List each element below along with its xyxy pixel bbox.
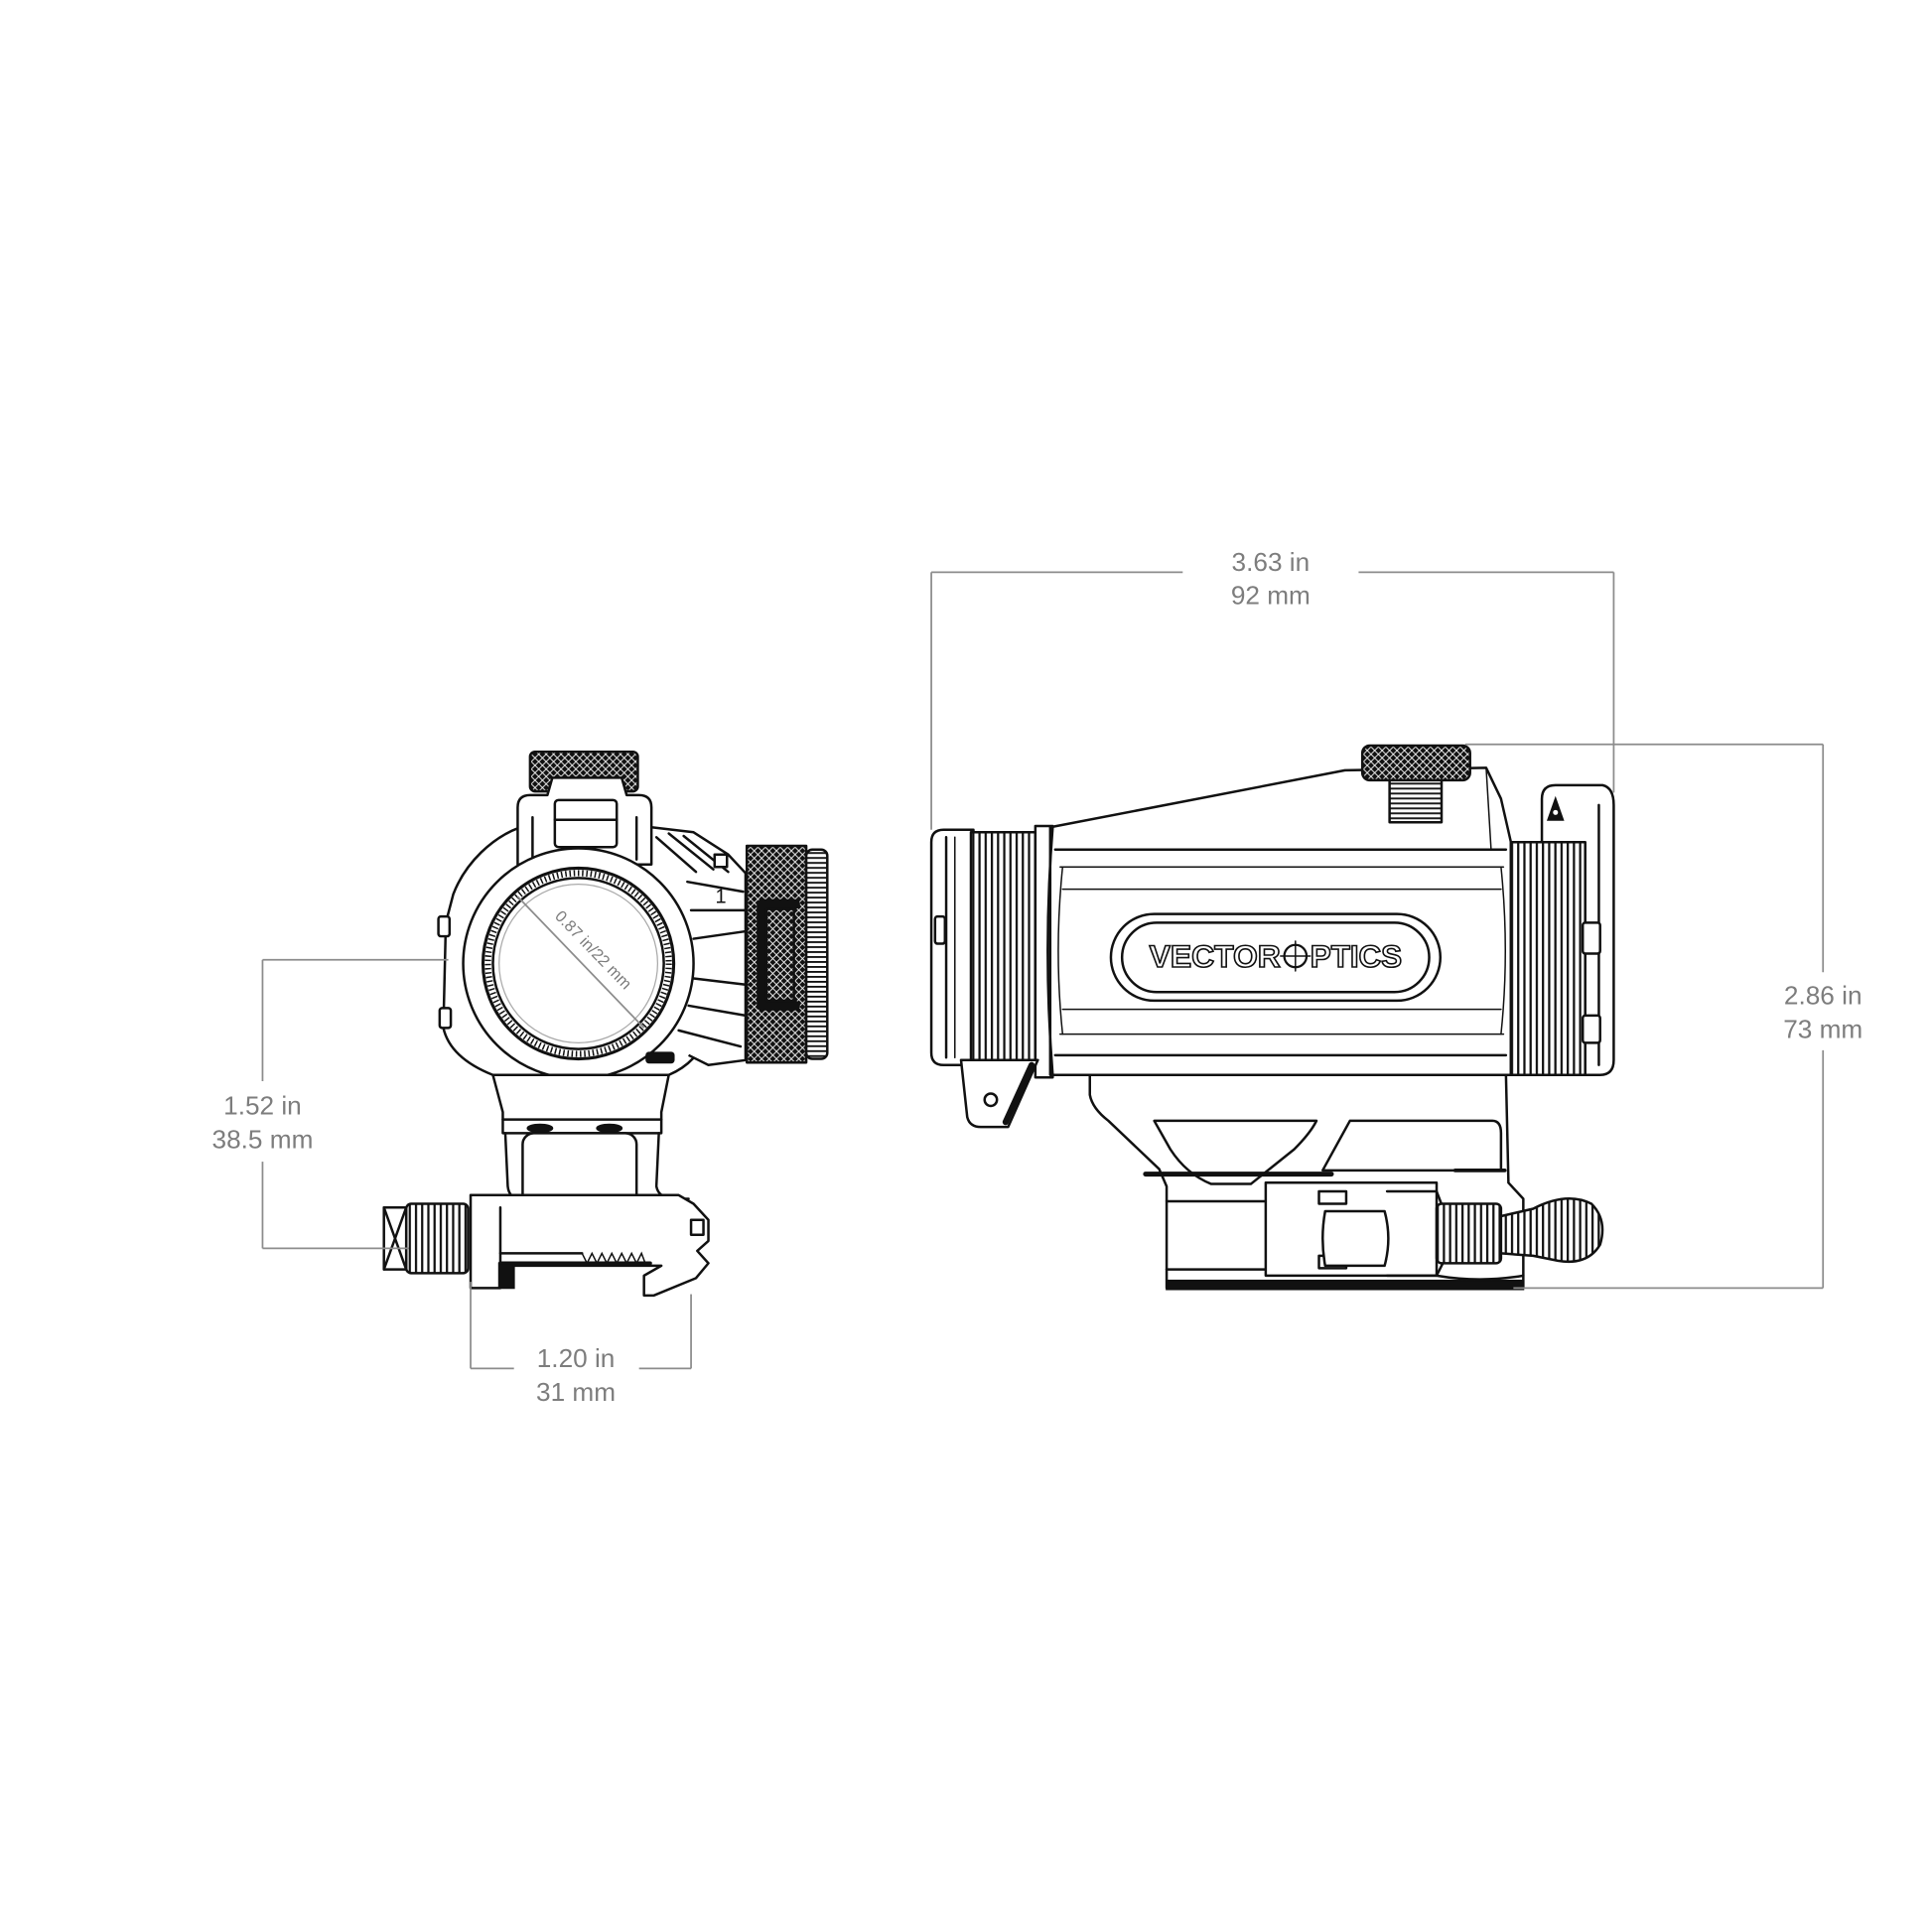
front-body-notch	[437, 914, 452, 938]
mount-cutout	[1153, 1119, 1318, 1185]
brand-logo: VECTOR PTICS	[1109, 912, 1443, 1003]
side-elevation-turret	[1360, 744, 1471, 824]
dimension-left: 1.52 in 38.5 mm	[212, 958, 449, 1250]
dimension-right-metric: 73 mm	[1783, 1014, 1863, 1043]
dimension-top-metric: 92 mm	[1231, 581, 1311, 611]
front-flip-cap	[1540, 783, 1615, 1077]
logo-text-left: VECTOR	[1150, 939, 1281, 974]
windage-turret	[745, 844, 829, 1064]
turret-marking: 1	[715, 886, 726, 907]
dimension-bottom: 1.20 in 31 mm	[470, 1282, 692, 1407]
dimension-bottom-metric: 31 mm	[536, 1377, 616, 1407]
rear-ring	[969, 831, 1037, 1062]
windage-bracket	[757, 898, 800, 1011]
logo-text-right: PTICS	[1311, 939, 1402, 974]
rail-clamp	[469, 1193, 710, 1298]
dimension-top-imperial: 3.63 in	[1232, 547, 1311, 577]
windage-knob-ring	[804, 848, 829, 1060]
dimension-bottom-imperial: 1.20 in	[537, 1343, 616, 1373]
rear-bracket	[959, 1058, 1039, 1129]
logo-crosshair-icon	[1280, 940, 1311, 972]
dimension-left-imperial: 1.52 in	[223, 1091, 302, 1121]
qd-knob	[382, 1202, 470, 1275]
dimension-left-metric: 38.5 mm	[212, 1124, 314, 1154]
rear-assembly	[929, 824, 1054, 1129]
qd-lever	[1264, 1181, 1604, 1281]
front-body-notch	[438, 1007, 453, 1030]
objective-lens: 0.87 in/22 mm	[462, 847, 695, 1080]
front-mount-neck	[491, 1073, 670, 1135]
side-view: VECTOR PTICS	[929, 744, 1615, 1291]
front-ring	[1509, 841, 1587, 1077]
dimension-top: 3.63 in 92 mm	[930, 547, 1615, 830]
lever-paddle	[1499, 1197, 1604, 1263]
rear-flip-cap	[929, 828, 975, 1067]
dimension-right: 2.86 in 73 mm	[1464, 743, 1863, 1290]
mount-cutout	[1321, 1119, 1503, 1173]
elevation-turret	[516, 750, 653, 866]
front-assembly	[1509, 783, 1615, 1077]
dimension-right-imperial: 2.86 in	[1784, 981, 1863, 1011]
side-elevation-knob	[1360, 744, 1471, 782]
front-view: 1 0.87 in/22 mm	[382, 750, 829, 1298]
lens-dimension-line	[516, 896, 645, 1029]
flip-cap-marker-icon	[1546, 795, 1565, 821]
